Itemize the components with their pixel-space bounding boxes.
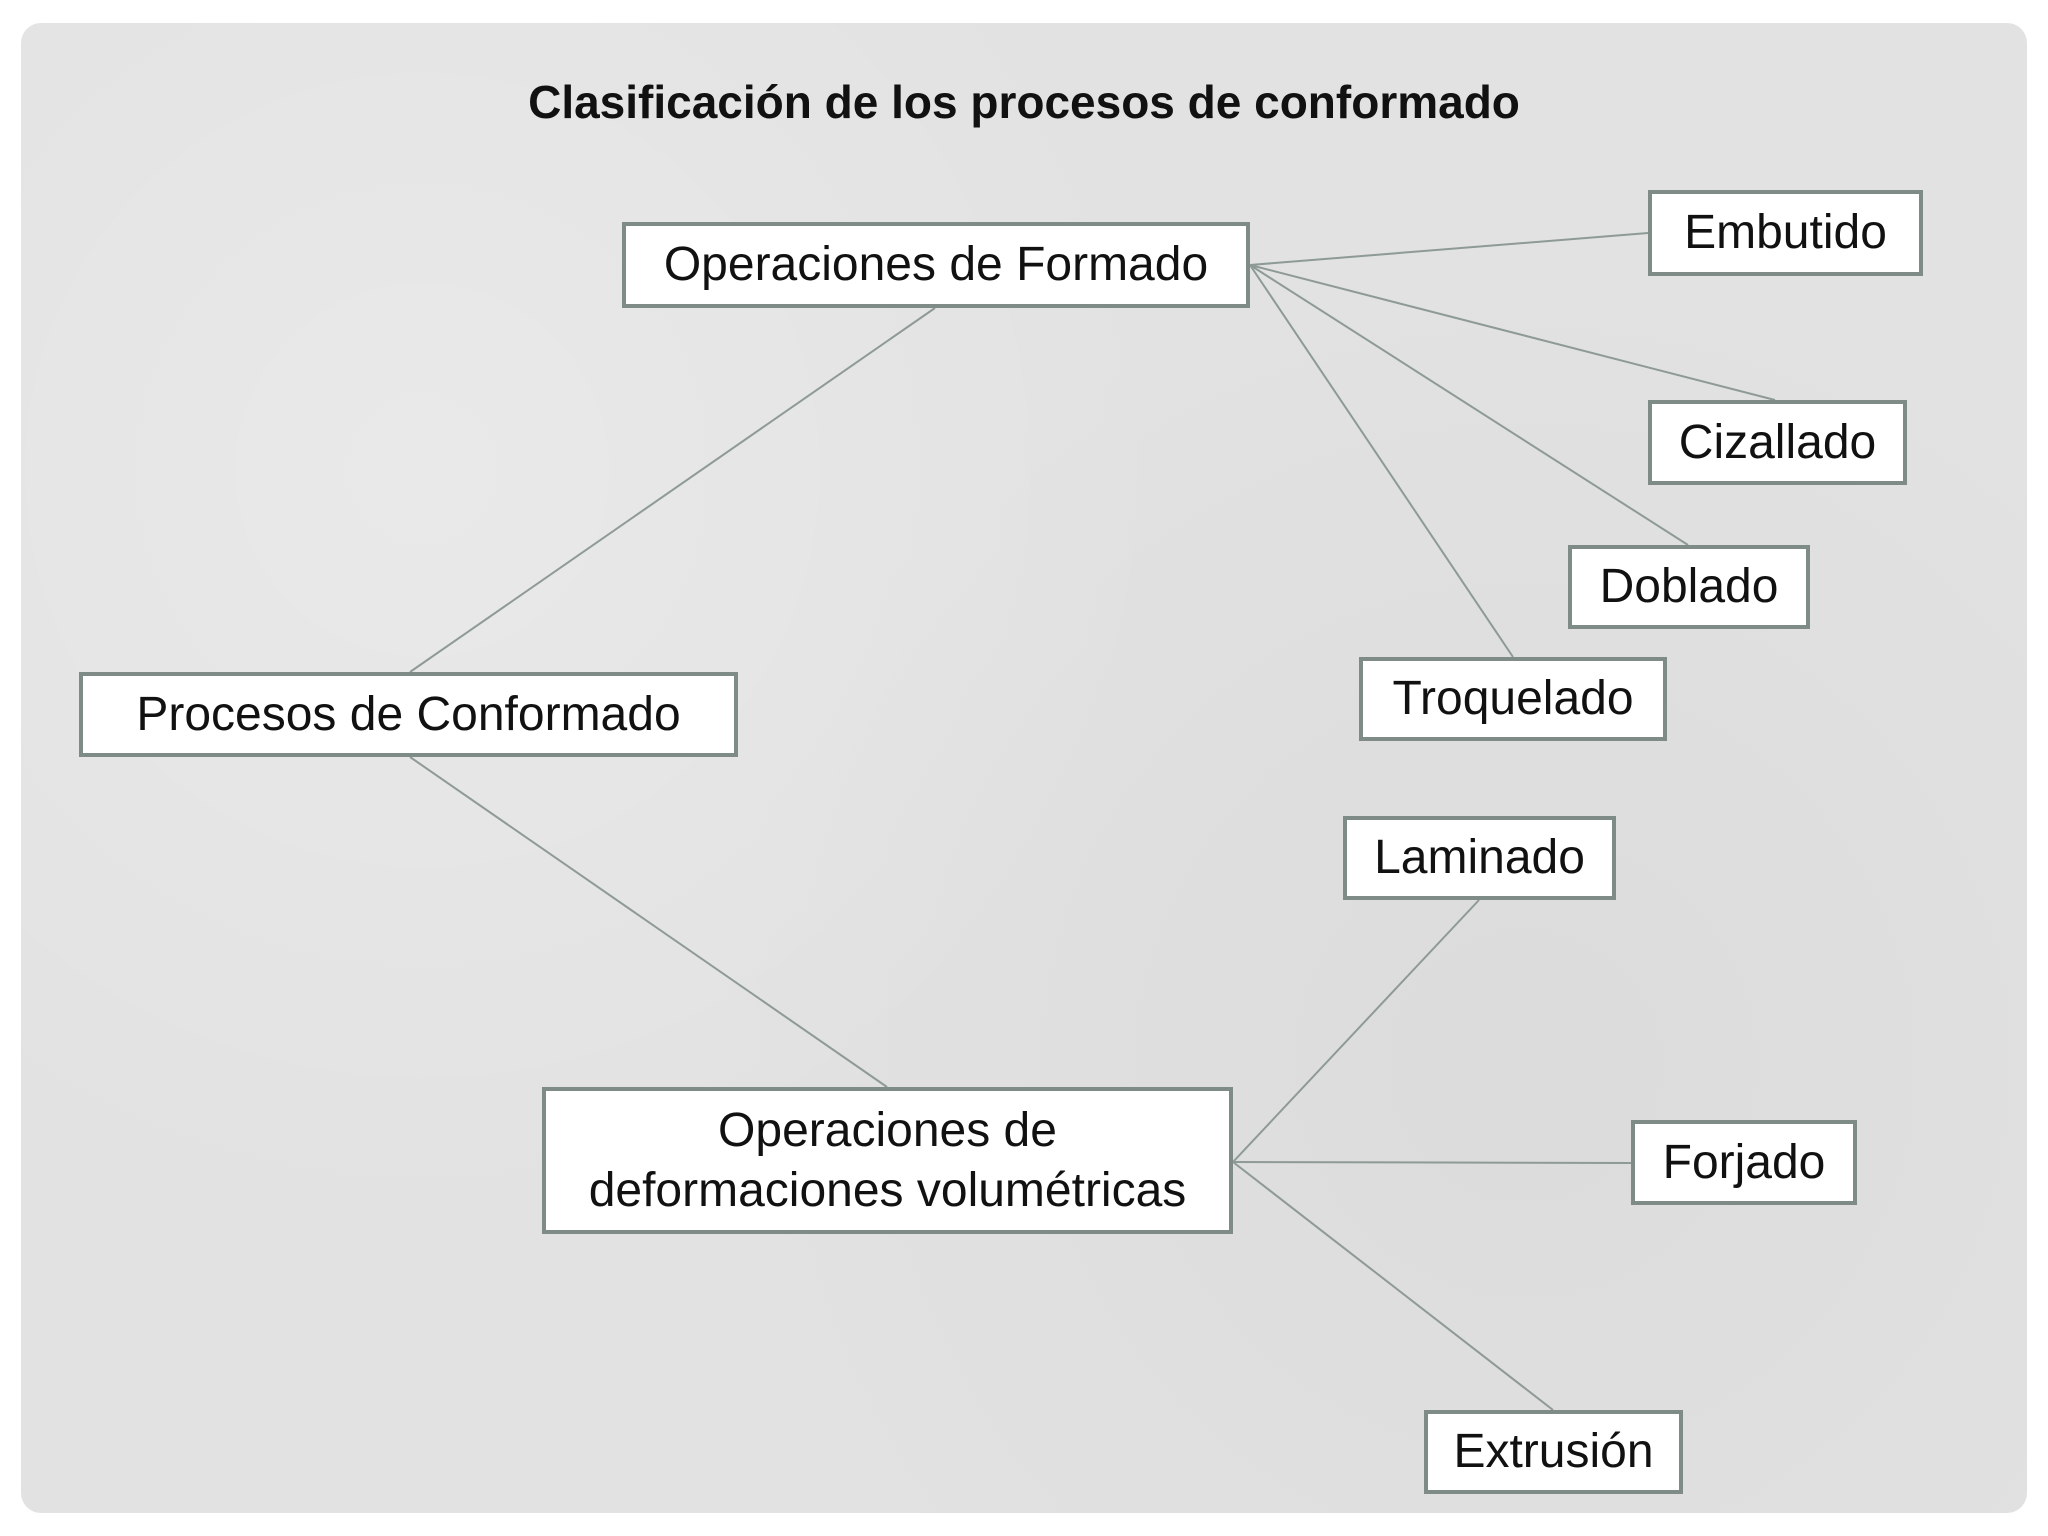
diagram-title: Clasificación de los procesos de conform… xyxy=(528,76,1520,128)
edge-formado-troquelado xyxy=(1249,264,1514,658)
edge-formado-doblado xyxy=(1249,264,1689,546)
edge-formado-embutido xyxy=(1249,232,1649,266)
edge-volumetricas-laminado xyxy=(1232,899,1480,1163)
edge-root-volumetricas xyxy=(409,756,888,1088)
node-forjado: Forjado xyxy=(1631,1120,1857,1205)
edge-root-formado xyxy=(409,307,936,673)
node-procesos-de-conformado: Procesos de Conformado xyxy=(79,672,738,757)
node-extrusion: Extrusión xyxy=(1424,1410,1683,1494)
node-doblado: Doblado xyxy=(1568,545,1810,629)
edge-volumetricas-forjado xyxy=(1232,1161,1632,1164)
node-laminado: Laminado xyxy=(1343,816,1616,900)
node-cizallado: Cizallado xyxy=(1648,400,1907,485)
node-operaciones-deformaciones-volumetricas: Operaciones de deformaciones volumétrica… xyxy=(542,1087,1233,1234)
node-troquelado: Troquelado xyxy=(1359,657,1667,741)
node-operaciones-de-formado: Operaciones de Formado xyxy=(622,222,1250,308)
edge-formado-cizallado xyxy=(1249,264,1776,401)
edge-volumetricas-extrusion xyxy=(1232,1161,1554,1411)
node-embutido: Embutido xyxy=(1648,190,1923,276)
